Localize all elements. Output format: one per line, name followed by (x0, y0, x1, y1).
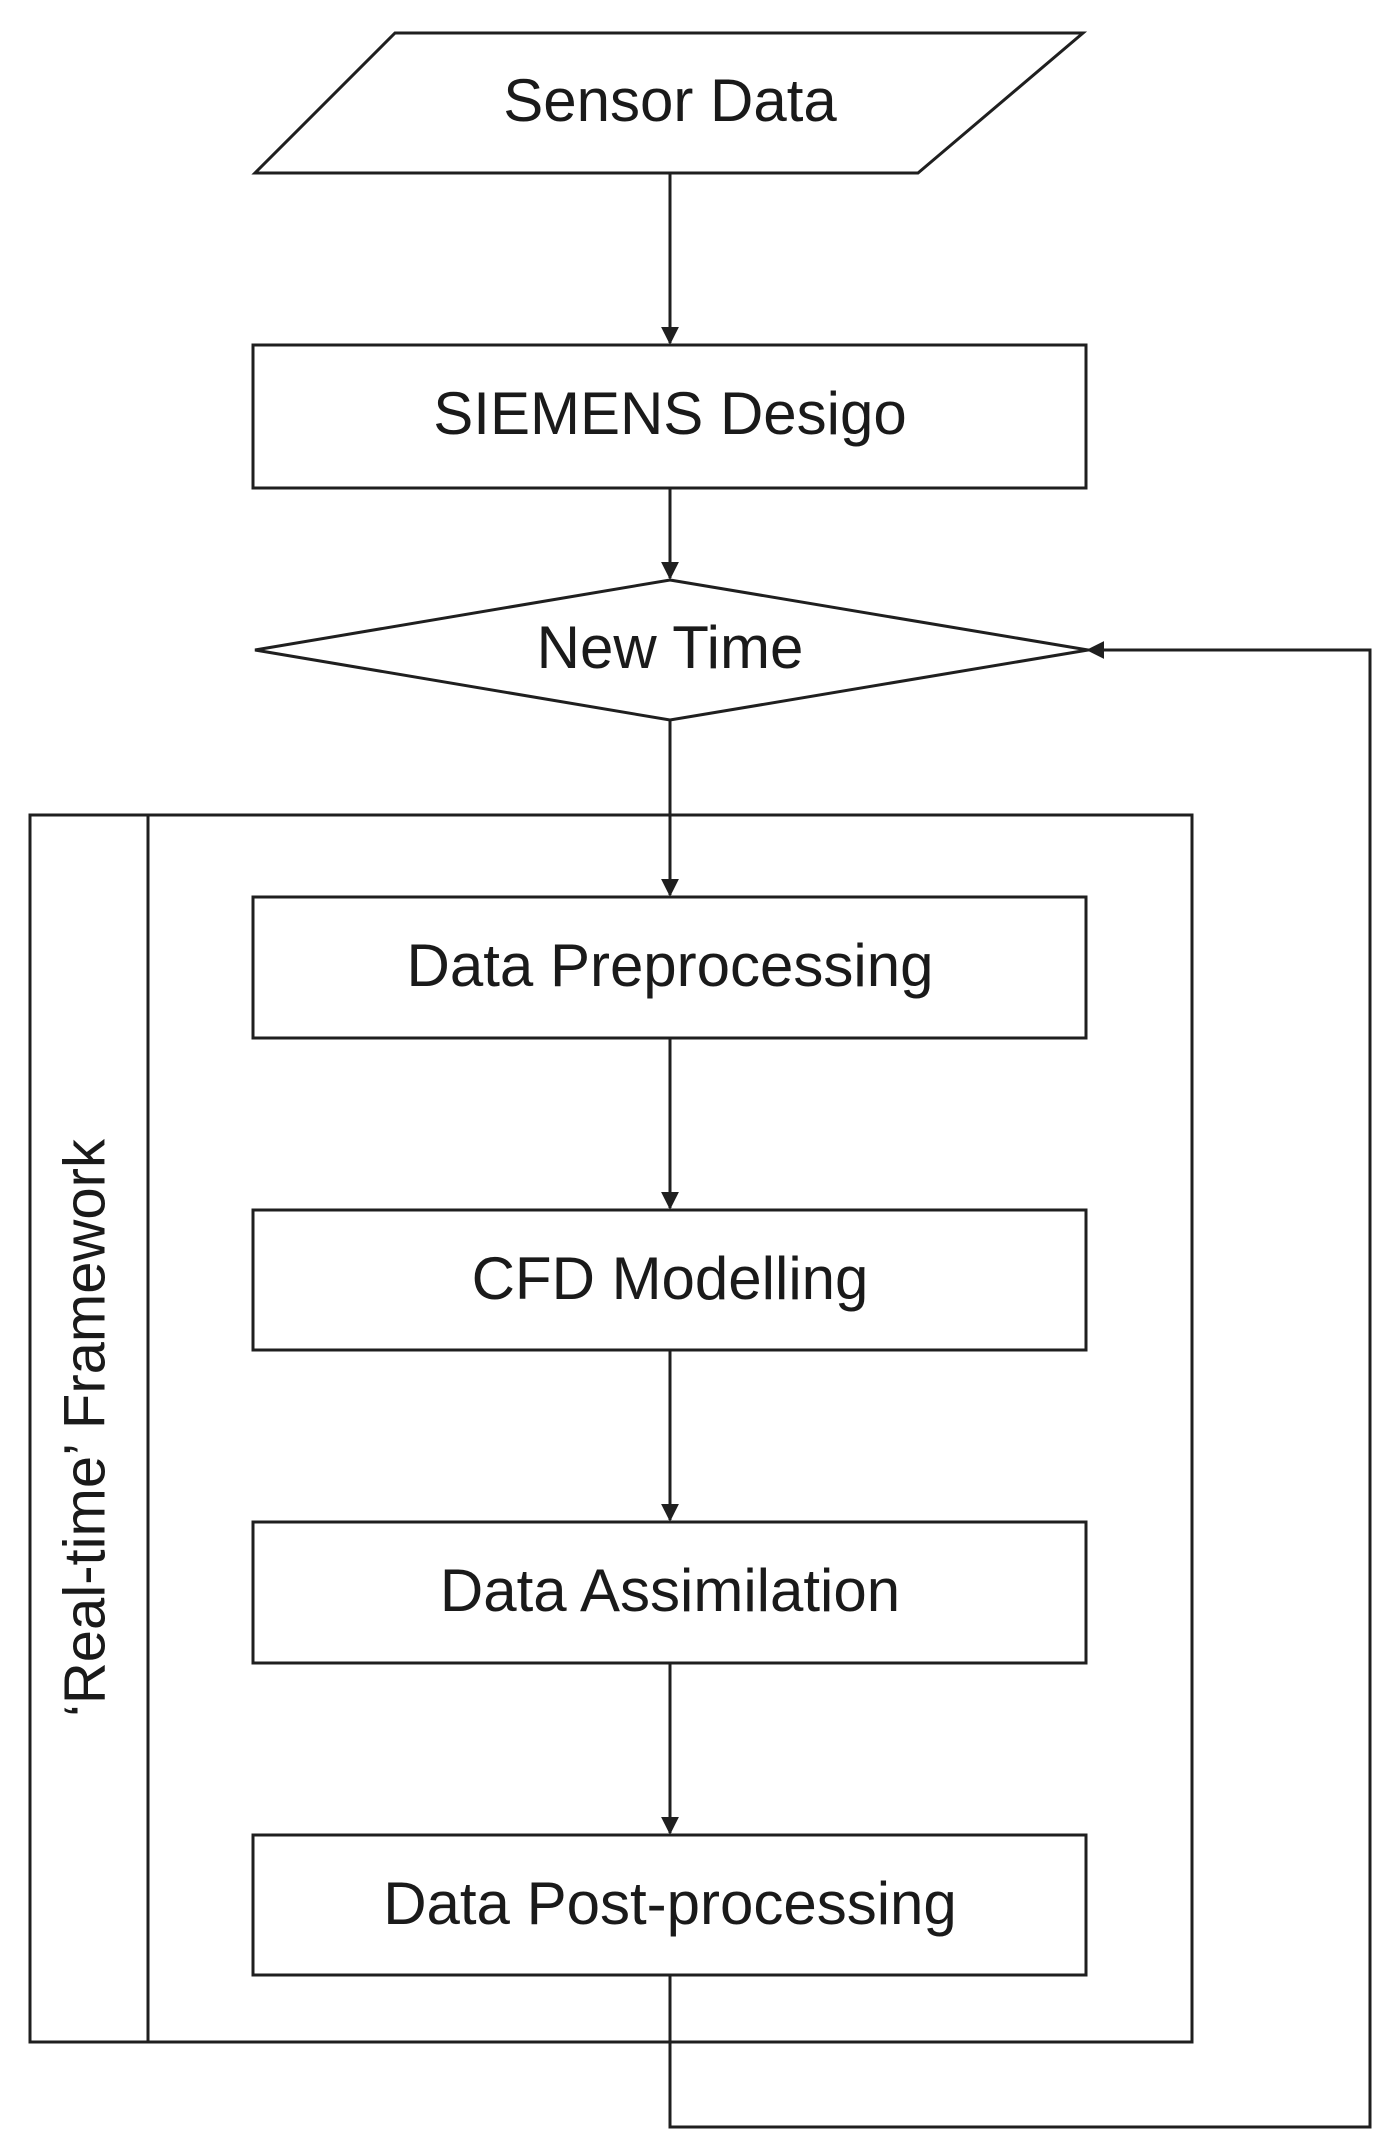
data-preprocessing-box (251, 895, 1088, 1040)
siemens-desigo-label: SIEMENS Desigo (433, 380, 907, 447)
node-new-time: New Time (254, 578, 1089, 722)
new-time-diamond (254, 578, 1089, 722)
framework-outer-frame (28, 813, 1194, 2044)
siemens-desigo-box (251, 343, 1088, 490)
data-assimilation-box (251, 1520, 1088, 1665)
cfd-modelling-box (251, 1208, 1088, 1352)
node-cfd-modelling: CFD Modelling (251, 1208, 1088, 1352)
edge-feedback-loop (668, 641, 1372, 2129)
sensor-data-label: Sensor Data (503, 67, 837, 134)
cfd-modelling-label: CFD Modelling (472, 1245, 869, 1312)
node-data-assimilation: Data Assimilation (251, 1520, 1088, 1665)
sensor-data-shape (251, 31, 1088, 175)
flow-edges (661, 173, 1372, 2129)
framework-label: ‘Real-time’ Framework (52, 1138, 117, 1717)
data-postprocessing-box (251, 1833, 1088, 1977)
data-preprocessing-label: Data Preprocessing (407, 932, 934, 999)
data-postprocessing-label: Data Post-processing (383, 1870, 957, 1937)
realtime-framework-container: ‘Real-time’ Framework (28, 813, 1194, 2044)
node-data-postprocessing: Data Post-processing (251, 1833, 1088, 1977)
node-data-preprocessing: Data Preprocessing (251, 895, 1088, 1040)
new-time-label: New Time (537, 614, 804, 681)
node-siemens-desigo: SIEMENS Desigo (251, 343, 1088, 490)
node-sensor-data: Sensor Data (251, 31, 1088, 175)
data-assimilation-label: Data Assimilation (440, 1557, 900, 1624)
